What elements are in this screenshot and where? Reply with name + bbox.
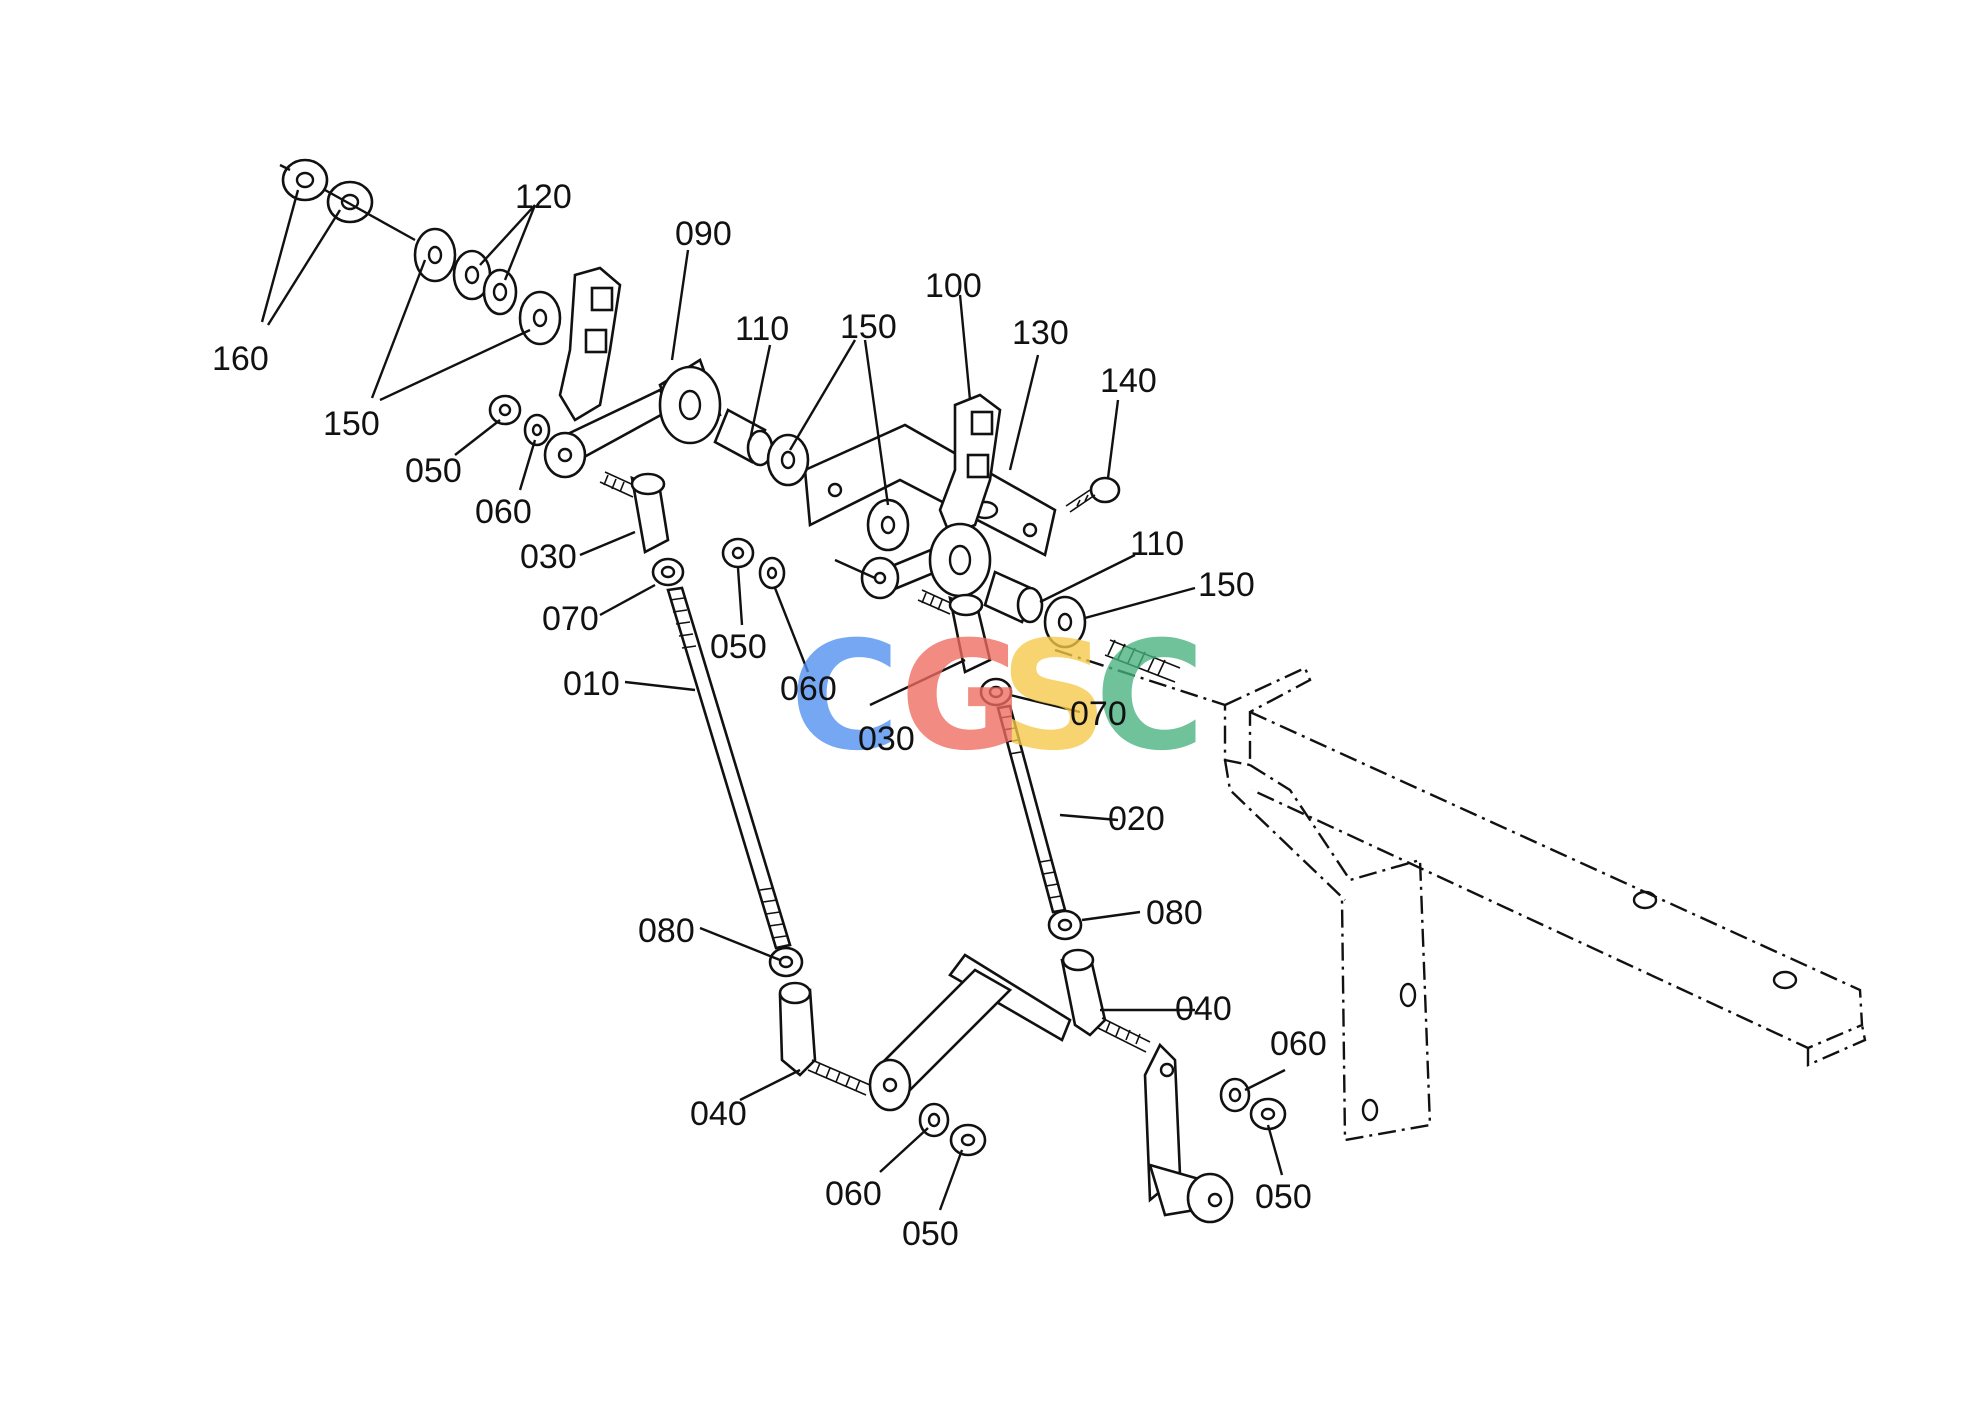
nuts-070 [651, 557, 1013, 707]
rod-010 [666, 586, 792, 950]
callout-labels: 160 120 150 090 110 150 100 130 140 050 … [212, 178, 1327, 1253]
label-010: 010 [563, 665, 620, 703]
label-140: 140 [1100, 362, 1157, 400]
lower-shaft [868, 953, 1234, 1224]
label-030-left: 030 [520, 538, 577, 576]
label-100: 100 [925, 267, 982, 305]
watermark-letter-1: C [790, 610, 900, 784]
label-150-mid: 150 [840, 308, 897, 346]
label-060-mid: 060 [780, 670, 837, 708]
label-090: 090 [675, 215, 732, 253]
upper-small-hardware [488, 394, 786, 590]
label-050-mid: 050 [710, 628, 767, 666]
rod-end-030-right [917, 589, 992, 674]
threaded-pin [1104, 639, 1181, 683]
label-120: 120 [515, 178, 572, 216]
label-070-left: 070 [542, 600, 599, 638]
watermark-letter-3: S [1000, 610, 1108, 784]
middle-bracket [803, 423, 1057, 557]
label-150-right: 150 [1198, 566, 1255, 604]
nuts-080 [768, 909, 1083, 978]
frame-bracket [1054, 648, 1867, 1142]
bushings [713, 408, 1087, 649]
watermark-letter-4: C [1095, 610, 1205, 784]
rod-end-030-left [599, 471, 670, 554]
label-080-left: 080 [638, 912, 695, 950]
label-080-right: 080 [1146, 894, 1203, 932]
label-110-right: 110 [1130, 525, 1184, 563]
top-nuts-washers [281, 158, 562, 346]
label-110-top: 110 [735, 310, 789, 348]
upper-left-lever [543, 266, 722, 479]
lower-small-hardware [918, 1077, 1287, 1157]
label-060-upper: 060 [475, 493, 532, 531]
label-150-left: 150 [323, 405, 380, 443]
watermark-logo: C G S C [790, 610, 1205, 784]
label-030-right: 030 [858, 720, 915, 758]
watermark-letter-2: G [900, 610, 1023, 784]
label-050-upper: 050 [405, 452, 462, 490]
label-060-lower: 060 [825, 1175, 882, 1213]
label-020: 020 [1108, 800, 1165, 838]
label-160: 160 [212, 340, 269, 378]
label-040-right: 040 [1175, 990, 1232, 1028]
rod-end-040-right [1060, 948, 1151, 1053]
label-050-lower: 050 [902, 1215, 959, 1253]
label-070-right: 070 [1070, 695, 1127, 733]
label-050-right: 050 [1255, 1178, 1312, 1216]
label-060-right: 060 [1270, 1025, 1327, 1063]
upper-middle-lever [860, 393, 1002, 600]
label-040-left: 040 [690, 1095, 747, 1133]
rod-end-040-left [778, 981, 871, 1096]
label-130: 130 [1012, 314, 1069, 352]
leader-lines [260, 163, 1286, 1211]
bolt-140 [1065, 476, 1121, 513]
